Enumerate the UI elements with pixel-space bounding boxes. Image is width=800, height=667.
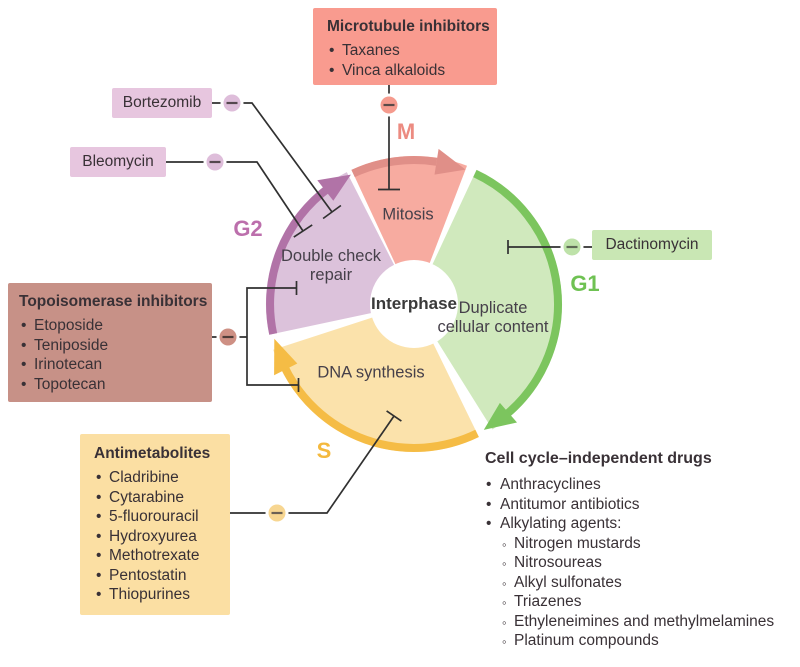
microtubule-item: Vinca alkaloids	[327, 61, 497, 81]
antimetabolites-item: Hydroxyurea	[94, 527, 230, 547]
independent-drugs-item: Alkylating agents:	[485, 514, 797, 534]
g2-arc	[266, 184, 332, 335]
antimetabolites-item: Cladribine	[94, 468, 230, 488]
interphase-circle	[370, 260, 458, 348]
interphase-label: Interphase	[371, 294, 457, 313]
bortezomib-label: Bortezomib	[122, 94, 202, 111]
independent-drugs-subitem: Alkyl sulfonates	[502, 573, 797, 592]
bortezomib-box: Bortezomib	[112, 88, 212, 118]
independent-drugs-subitem: Nitrosoureas	[502, 553, 797, 573]
dactinomycin-label: Dactinomycin	[605, 236, 699, 253]
antimetabolites-minus-icon	[265, 501, 289, 525]
g1-activity-label: Duplicate cellular content	[437, 299, 549, 336]
independent-drugs-item: Anthracyclines	[485, 475, 797, 495]
microtubule-minus-icon	[377, 93, 401, 117]
dactinomycin-minus-icon	[560, 235, 584, 259]
g2-activity-label: Double check repair	[281, 247, 381, 284]
independent-drugs-item: Antitumor antibiotics	[485, 495, 797, 515]
independent-drugs-subitem: Platinum compounds	[502, 631, 797, 651]
independent-drugs-block: Cell cycle–independent drugs Anthracycli…	[485, 449, 797, 651]
g1-arc	[473, 169, 562, 420]
phase-label-m: M	[396, 119, 416, 144]
phase-label-g2: G2	[233, 216, 263, 241]
bleomycin-minus-icon	[203, 150, 227, 174]
independent-drugs-subitem: Ethyleneimines and methylmelamines	[502, 612, 797, 631]
g1-wedge	[414, 169, 562, 430]
dactinomycin-box: Dactinomycin	[592, 230, 712, 260]
s-arc	[279, 363, 479, 452]
antimetabolites-item: Pentostatin	[94, 566, 230, 586]
topoisomerase-minus-icon	[216, 325, 240, 349]
g1-arrowhead-icon	[483, 402, 517, 430]
topoisomerase-item: Topotecan	[19, 375, 212, 395]
topoisomerase-inhibitors-box: Topoisomerase inhibitors Etoposide Tenip…	[8, 283, 212, 402]
bortezomib-minus-icon	[220, 91, 244, 115]
antimetabolites-list: Cladribine Cytarabine 5-fluorouracil Hyd…	[94, 468, 230, 605]
topoisomerase-item: Teniposide	[19, 336, 212, 356]
independent-drugs-title: Cell cycle–independent drugs	[485, 450, 712, 467]
m-arrowhead-icon	[434, 148, 466, 175]
s-arrowhead-icon	[274, 338, 298, 376]
mitosis-label: Mitosis	[382, 205, 434, 224]
antimetabolites-box: Antimetabolites Cladribine Cytarabine 5-…	[80, 434, 230, 615]
topoisomerase-inhibitors-title: Topoisomerase inhibitors	[19, 293, 208, 310]
microtubule-inhibitors-title: Microtubule inhibitors	[327, 18, 490, 35]
phase-label-g1: G1	[570, 271, 600, 296]
topoisomerase-item: Irinotecan	[19, 355, 212, 375]
bleomycin-label: Bleomycin	[82, 153, 154, 170]
m-arc	[351, 156, 438, 178]
antimetabolites-inhibit-line	[230, 410, 402, 514]
microtubule-inhibitors-list: Taxanes Vinca alkaloids	[327, 41, 497, 80]
antimetabolites-item: 5-fluorouracil	[94, 507, 230, 527]
microtubule-inhibitors-box: Microtubule inhibitors Taxanes Vinca alk…	[313, 8, 497, 85]
s-activity-label: DNA synthesis	[317, 363, 425, 382]
bleomycin-inhibit-line	[166, 161, 313, 238]
antimetabolites-title: Antimetabolites	[94, 445, 211, 462]
bleomycin-box: Bleomycin	[70, 147, 166, 177]
microtubule-item: Taxanes	[327, 41, 497, 61]
independent-drugs-subitem: Triazenes	[502, 592, 797, 612]
antimetabolites-item: Methotrexate	[94, 546, 230, 566]
independent-drugs-subitem: Nitrogen mustards	[502, 534, 797, 553]
topoisomerase-item: Etoposide	[19, 316, 212, 336]
phase-label-s: S	[316, 438, 332, 463]
topoisomerase-inhibitors-list: Etoposide Teniposide Irinotecan Topoteca…	[19, 316, 212, 394]
m-wedge	[351, 156, 467, 304]
antimetabolites-item: Thiopurines	[94, 585, 230, 605]
antimetabolites-item: Cytarabine	[94, 488, 230, 508]
g2-arrowhead-icon	[317, 174, 351, 201]
